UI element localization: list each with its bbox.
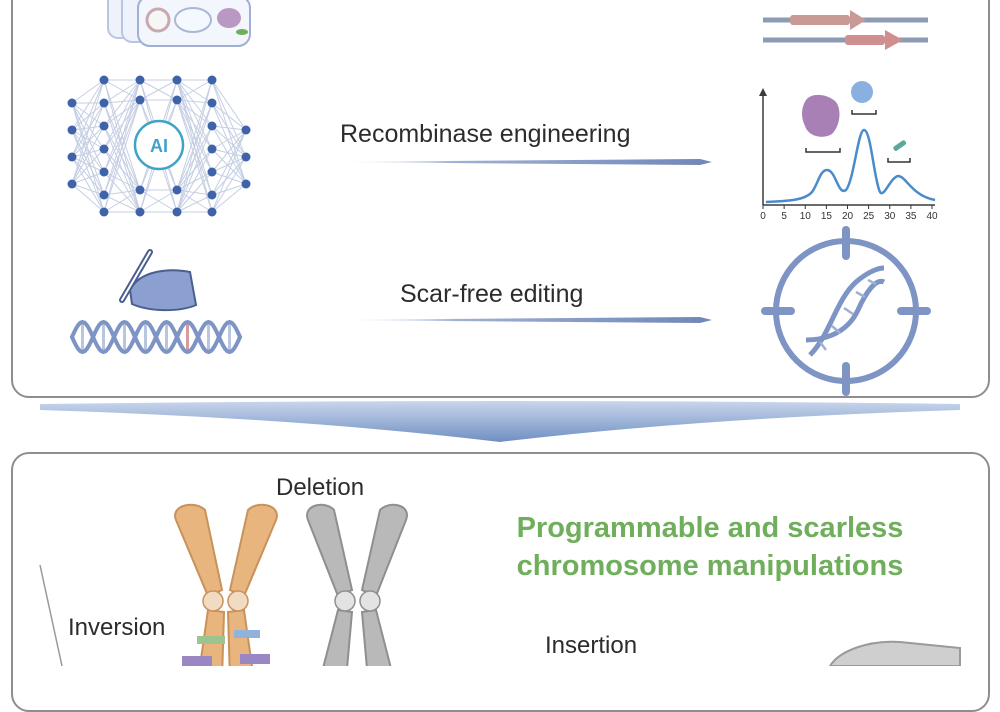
outcome-title-line2: chromosome manipulations [516,550,904,582]
inversion-pointer [39,564,63,666]
chart-tick-label: 5 [781,211,787,222]
chromatogram-trace [765,128,936,204]
chart-tick-label: 30 [884,211,896,222]
chart-tick-label: 10 [800,211,812,222]
chromosome-gray [306,503,408,666]
step-label-recombinase: Recombinase engineering [340,120,631,148]
label-deletion: Deletion [276,474,365,501]
transition-band [40,401,960,442]
dna-target-icon [761,226,931,396]
step-label-scar-free: Scar-free editing [400,280,584,308]
outcome-title-line1: Programmable and scarless [516,512,904,544]
chart-tick-label: 20 [842,211,854,222]
chart-tick-label: 40 [926,211,938,222]
hand-editing-dna-icon [70,249,242,355]
label-inversion: Inversion [68,614,166,641]
arrow-recombinase [318,159,712,165]
chart-tick-label: 0 [760,211,766,222]
label-insertion: Insertion [545,632,638,659]
cells-icon [107,0,251,47]
chromatogram-icon: 0 5 10 15 20 25 30 35 40 [759,81,938,222]
ai-node-label: AI [150,136,168,156]
outcome-title: Programmable and scarless chromosome man… [475,509,945,585]
diagram-art: AI 0 5 10 15 20 25 30 35 40 [39,0,961,666]
chart-tick-label: 15 [821,211,833,222]
chart-tick-label: 35 [905,211,917,222]
chart-tick-label: 25 [863,211,875,222]
chromosome-orange [174,503,278,666]
neural-network-icon: AI [67,75,251,217]
recombinant-dna-icon [763,10,928,50]
chromosome-partial-right [828,640,961,666]
arrow-scar-free [318,317,712,323]
